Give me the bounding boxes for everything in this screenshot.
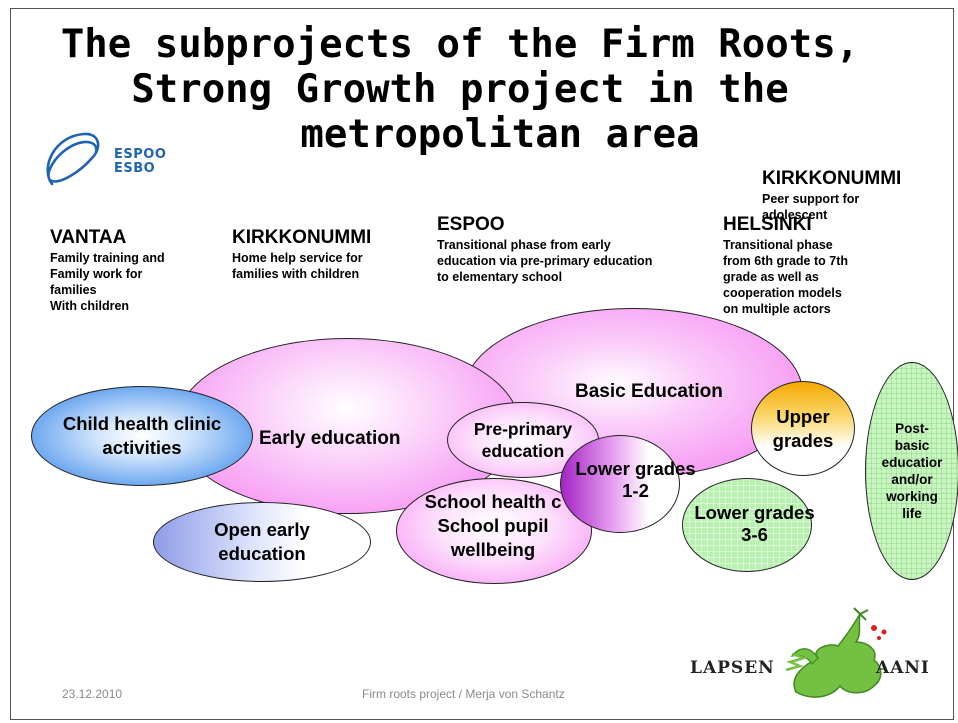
city-desc: Home help service for families with chil… [232, 251, 363, 281]
title-line-3: metropolitan area [300, 112, 700, 157]
city-desc: Transitional phase from early education … [437, 238, 653, 284]
city-vantaa: VANTAA Family training and Family work f… [50, 227, 230, 314]
bubble-upper-grades: Upper grades [751, 381, 855, 476]
city-name: ESPOO [437, 214, 505, 235]
city-name: KIRKKONUMMI [232, 227, 372, 248]
footer-date: 23.12.2010 [62, 687, 123, 701]
city-helsinki: HELSINKI Transitional phase from 6th gra… [723, 214, 913, 317]
city-name: HELSINKI [723, 214, 812, 235]
bubble-lower-3-6 [682, 478, 812, 572]
bubble-open-early: Open early education [153, 502, 371, 582]
title-line-2: Strong Growth project in the [131, 67, 789, 112]
title-line-1: The subprojects of the Firm Roots, [60, 22, 860, 67]
city-desc: Family training and Family work for fami… [50, 251, 165, 313]
slide-title: The subprojects of the Firm Roots, Stron… [30, 22, 890, 157]
city-espoo: ESPOO Transitional phase from early educ… [437, 214, 727, 285]
city-desc: Transitional phase from 6th grade to 7th… [723, 238, 849, 316]
espoo-logo-text: ESPOO ESBO [114, 147, 167, 176]
lapsen-aani-left-text: LAPSEN [690, 658, 775, 678]
bubble-post-basic: Post- basic educatior and/or working lif… [865, 362, 958, 580]
espoo-logo: ESPOO ESBO [38, 128, 188, 194]
basic-education-label: Basic Education [575, 381, 723, 402]
lower-3-6-label: Lower grades 3-6 [694, 502, 815, 545]
school-health-label: School health c School pupil wellbeing [424, 491, 562, 560]
slide-frame [10, 8, 954, 720]
city-desc: Peer support for adolescent [762, 192, 860, 222]
city-name: KIRKKONUMMI [762, 168, 902, 189]
city-name: VANTAA [50, 227, 127, 248]
lapsen-aani-logo-icon [785, 607, 887, 698]
lower-1-2-label: Lower grades 1-2 [575, 458, 696, 501]
city-kirkkonummi-peer: KIRKKONUMMI Peer support for adolescent [762, 168, 952, 223]
bubble-lower-1-2 [560, 435, 680, 533]
bubble-child-health: Child health clinic activities [31, 386, 253, 486]
lapsen-aani-right-text: AANI [876, 658, 930, 678]
bubble-school-health [396, 478, 592, 584]
footer-credit: Firm roots project / Merja von Schantz [362, 687, 565, 701]
early-education-label: Early education [259, 428, 401, 449]
espoo-logo-icon [46, 132, 100, 186]
city-kirkkonummi-home: KIRKKONUMMI Home help service for famili… [232, 227, 432, 282]
lapsen-aani-logo: LAPSEN AANI [678, 606, 948, 706]
